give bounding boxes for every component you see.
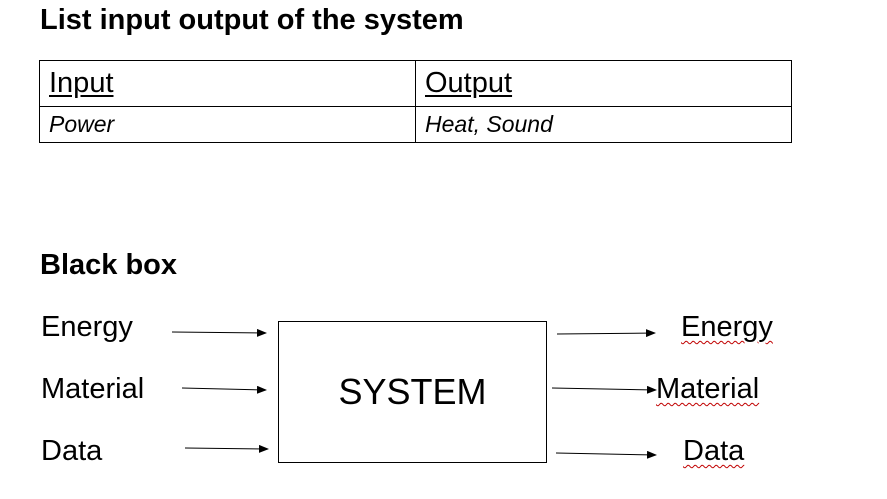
output-label-material: Material	[656, 373, 760, 405]
section-title-io: List input output of the system	[40, 4, 464, 36]
input-label-data: Data	[41, 435, 103, 467]
section-title-black-box: Black box	[40, 249, 177, 281]
table-row: Power Heat, Sound	[39, 106, 792, 143]
arrow-out-energy	[556, 329, 656, 338]
system-box: SYSTEM	[278, 321, 547, 463]
io-table: Input Output Power Heat, Sound	[39, 60, 792, 143]
arrow-in-material	[181, 385, 267, 394]
table-header-input: Input	[39, 60, 416, 107]
system-label: SYSTEM	[338, 371, 487, 412]
output-label-data: Data	[683, 435, 745, 467]
arrow-out-material	[551, 385, 657, 394]
arrow-in-data	[184, 444, 269, 453]
input-label-energy: Energy	[41, 311, 133, 343]
input-label-material: Material	[41, 373, 145, 405]
arrow-out-data	[555, 450, 657, 459]
arrow-in-energy	[171, 328, 267, 337]
table-cell-output: Heat, Sound	[415, 106, 792, 143]
output-label-energy: Energy	[681, 311, 773, 343]
table-cell-input: Power	[39, 106, 416, 143]
